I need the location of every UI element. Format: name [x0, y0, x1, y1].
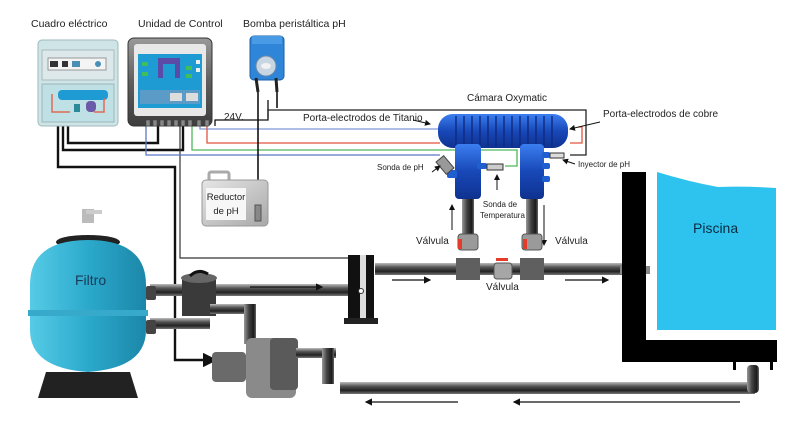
- label-titanium-holder: Porta-electrodos de Titanio: [303, 113, 423, 124]
- ph-injector: [549, 152, 565, 159]
- ph-reducer-tank[interactable]: [201, 170, 269, 227]
- wire-blue-outer: [145, 126, 440, 156]
- electrical-panel[interactable]: [37, 39, 119, 127]
- label-filter: Filtro: [75, 272, 107, 288]
- label-chamber: Cámara Oxymatic: [467, 93, 548, 104]
- label-electrical-panel: Cuadro eléctrico: [31, 18, 108, 30]
- wire-grey-flow: [179, 126, 356, 259]
- label-temp-probe-1: Sonda de: [482, 200, 518, 209]
- label-ph-probe: Sonda de pH: [377, 163, 424, 172]
- circulation-pump[interactable]: [212, 338, 336, 398]
- wire-green: [191, 126, 518, 167]
- sand-filter[interactable]: [28, 209, 156, 398]
- pump-prefilter: [181, 269, 256, 344]
- wiring: [56, 92, 587, 368]
- peristaltic-ph-pump[interactable]: [249, 35, 285, 93]
- wire-black-2: [61, 125, 185, 152]
- label-valve-left: Válvula: [416, 236, 449, 247]
- label-voltage: 24V.: [224, 112, 244, 123]
- wire-blue-top: [199, 126, 440, 130]
- valve-right[interactable]: [520, 233, 544, 280]
- valve-left[interactable]: [456, 233, 480, 280]
- wire-chamber-frame: [267, 109, 587, 156]
- wire-red-right: [570, 126, 583, 144]
- control-unit-connectors: [145, 119, 210, 127]
- label-copper-holder: Porta-electrodos de cobre: [603, 109, 719, 120]
- wire-black-1: [66, 125, 160, 145]
- wire-red: [206, 126, 440, 144]
- flow-arrows: [250, 276, 740, 406]
- label-valve-right: Válvula: [555, 236, 588, 247]
- valve-bypass[interactable]: [493, 258, 513, 280]
- label-valve-bypass: Válvula: [486, 282, 519, 293]
- label-pool: Piscina: [693, 220, 739, 236]
- label-ph-reducer-2: de pH: [213, 206, 239, 217]
- control-unit[interactable]: [127, 37, 213, 127]
- swimming-pool[interactable]: [622, 172, 777, 370]
- flow-switch[interactable]: [344, 255, 378, 324]
- label-ph-injector: Inyector de pH: [578, 160, 631, 169]
- wire-black-3: [56, 125, 218, 368]
- temperature-probe: [486, 163, 504, 171]
- label-ph-reducer-1: Reductor: [206, 192, 246, 203]
- label-temp-probe-2: Temperatura: [480, 211, 525, 220]
- label-control-unit: Unidad de Control: [138, 18, 223, 30]
- ph-probe: [435, 154, 455, 176]
- main-pipe-line: [150, 263, 759, 394]
- oxymatic-chamber[interactable]: [435, 114, 568, 237]
- label-pointers: [412, 119, 601, 246]
- label-ph-pump: Bomba peristáltica pH: [243, 18, 346, 30]
